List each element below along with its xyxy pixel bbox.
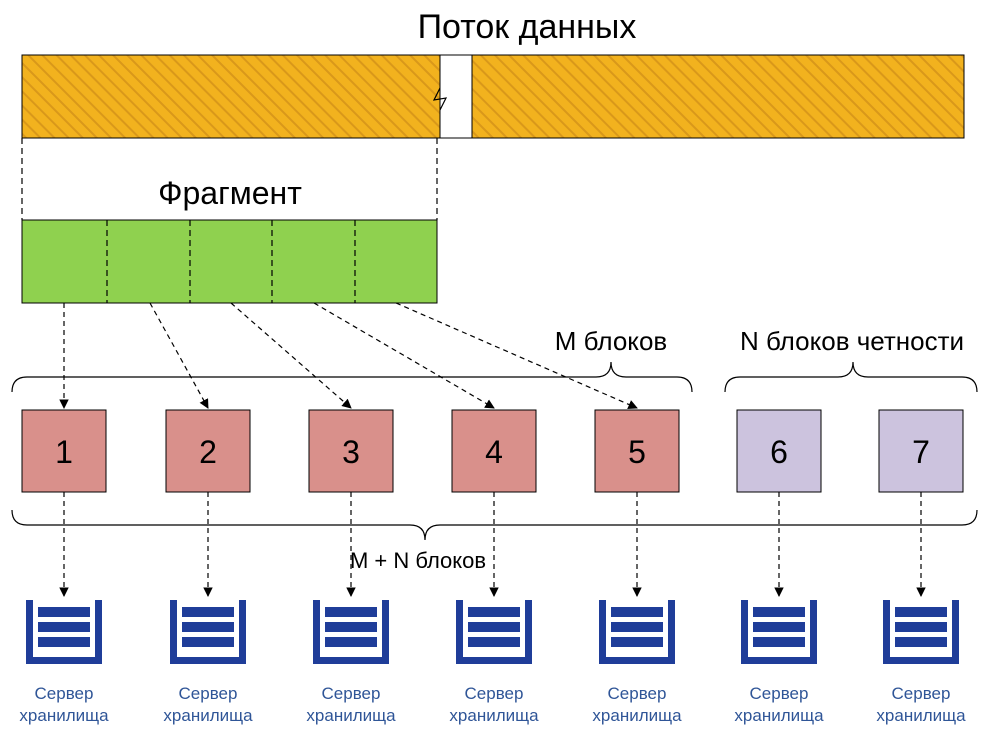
- data-blocks-group: 1 2 3 4 5: [21, 409, 680, 493]
- server-2-label-line1: Сервер: [179, 684, 238, 703]
- server-5: Сервер хранилища: [592, 600, 682, 725]
- server-rack-icon: [883, 600, 959, 664]
- server-6-label-line2: хранилища: [734, 706, 824, 725]
- server-rack-icon: [26, 600, 102, 664]
- arrow-to-block-2: [149, 302, 209, 409]
- data-block-2-label: 2: [199, 434, 217, 470]
- data-block-1-label: 1: [55, 434, 73, 470]
- server-7-label-line2: хранилища: [876, 706, 966, 725]
- parity-block-6-label: 6: [770, 434, 788, 470]
- server-6: Сервер хранилища: [734, 600, 824, 725]
- data-stream-left-segment: [21, 54, 441, 139]
- data-stream-bar: [21, 54, 965, 139]
- server-rack-icon: [170, 600, 246, 664]
- m-blocks-brace: [11, 361, 693, 393]
- server-1-label-line1: Сервер: [35, 684, 94, 703]
- server-4: Сервер хранилища: [449, 600, 539, 725]
- mn-blocks-brace: [11, 509, 978, 541]
- arrow-to-block-5: [395, 302, 638, 409]
- fragment-bar: [21, 219, 438, 304]
- parity-block-7-label: 7: [912, 434, 930, 470]
- arrow-to-block-3: [230, 302, 352, 409]
- fragment-label: Фрагмент: [158, 175, 302, 211]
- server-7-label-line1: Сервер: [892, 684, 951, 703]
- server-3: Сервер хранилища: [306, 600, 396, 725]
- server-rack-icon: [456, 600, 532, 664]
- server-7: Сервер хранилища: [876, 600, 966, 725]
- data-block-5-label: 5: [628, 434, 646, 470]
- arrow-to-block-4: [313, 302, 495, 409]
- diagram-title: Поток данных: [418, 8, 637, 46]
- storage-servers-group: Сервер хранилища Сервер хранилища Сервер…: [19, 600, 966, 725]
- parity-blocks-group: 6 7: [736, 409, 964, 493]
- mn-blocks-label: M + N блоков: [350, 548, 486, 573]
- parity-block-6: [736, 409, 822, 493]
- data-block-3-label: 3: [342, 434, 360, 470]
- data-block-5: [594, 409, 680, 493]
- server-2: Сервер хранилища: [163, 600, 253, 725]
- server-rack-icon: [599, 600, 675, 664]
- n-blocks-brace: [724, 361, 978, 393]
- server-5-label-line2: хранилища: [592, 706, 682, 725]
- data-block-4: [451, 409, 537, 493]
- data-block-2: [165, 409, 251, 493]
- parity-block-7: [878, 409, 964, 493]
- server-4-label-line2: хранилища: [449, 706, 539, 725]
- server-1: Сервер хранилища: [19, 600, 109, 725]
- server-1-label-line2: хранилища: [19, 706, 109, 725]
- server-3-label-line1: Сервер: [322, 684, 381, 703]
- server-rack-icon: [741, 600, 817, 664]
- stream-gap-edges: [440, 54, 472, 139]
- server-4-label-line1: Сервер: [465, 684, 524, 703]
- server-5-label-line1: Сервер: [608, 684, 667, 703]
- fragment-to-block-arrows: [59, 302, 638, 409]
- data-block-3: [308, 409, 394, 493]
- stream-break-zigzag: [432, 87, 448, 111]
- server-rack-icon: [313, 600, 389, 664]
- n-parity-blocks-label: N блоков четности: [740, 326, 964, 356]
- block-to-server-arrows: [59, 492, 926, 597]
- m-blocks-label: M блоков: [555, 326, 667, 356]
- data-block-4-label: 4: [485, 434, 503, 470]
- server-6-label-line1: Сервер: [750, 684, 809, 703]
- data-stream-right-segment: [471, 54, 965, 139]
- fragment-rect: [21, 219, 438, 304]
- server-2-label-line2: хранилища: [163, 706, 253, 725]
- server-3-label-line2: хранилища: [306, 706, 396, 725]
